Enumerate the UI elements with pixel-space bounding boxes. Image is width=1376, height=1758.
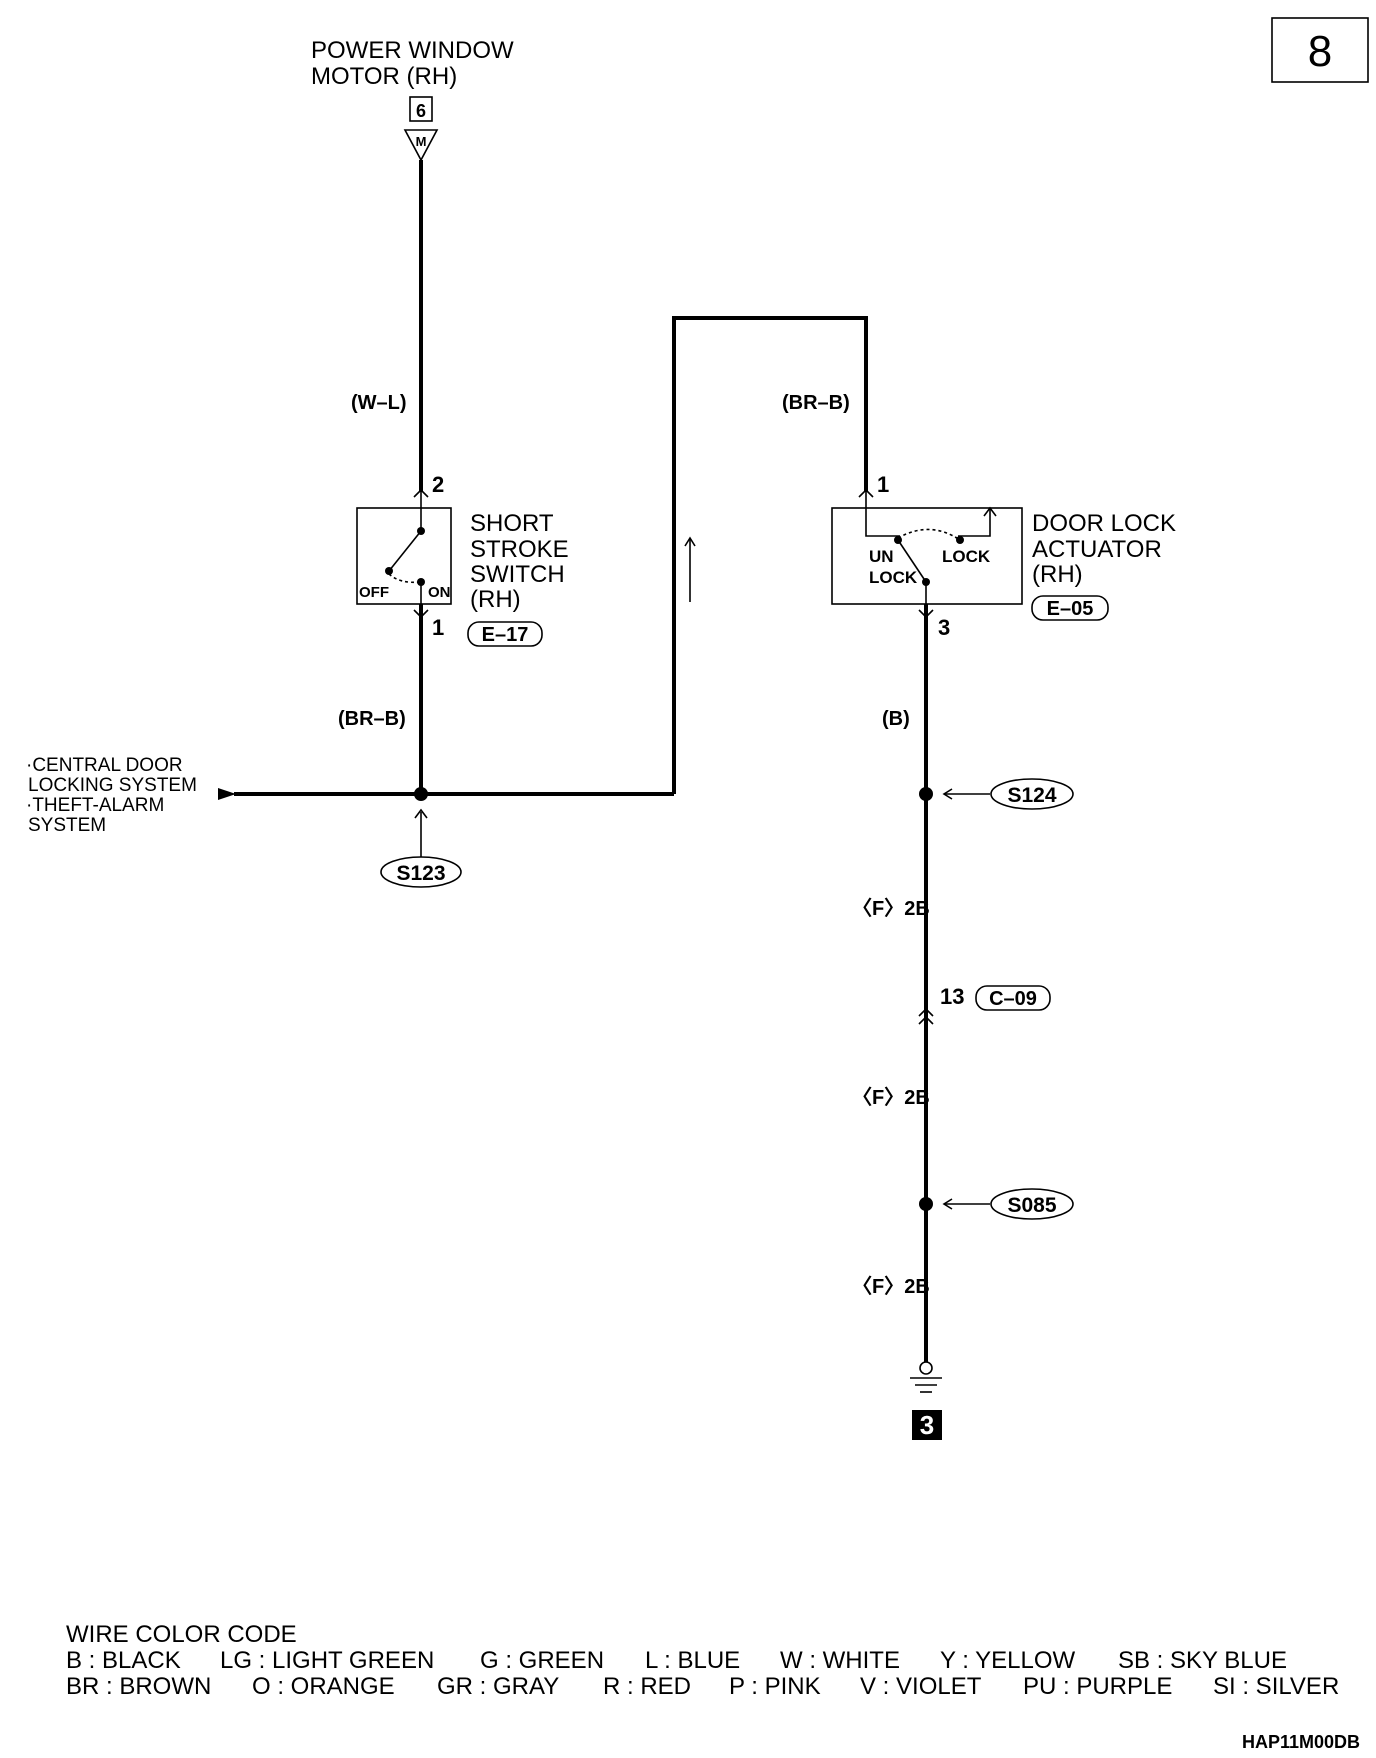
door-lock-actuator: UN LOCK LOCK	[831, 492, 1023, 605]
ground-number: 3	[920, 1410, 934, 1440]
actuator-unlock-line1: UN	[869, 547, 894, 566]
page-number: 8	[1308, 27, 1332, 76]
splice-s085-badge	[990, 1188, 1074, 1220]
feed-label-line1: ·CENTRAL DOOR	[26, 755, 183, 776]
legend-v: V : VIOLET	[860, 1673, 982, 1700]
switch-pin-top: 2	[432, 472, 444, 497]
legend-o: O : ORANGE	[252, 1673, 395, 1700]
wire-color-legend: WIRE COLOR CODE B : BLACK LG : LIGHT GRE…	[66, 1621, 1339, 1700]
switch-off-label: OFF	[359, 584, 389, 601]
actuator-connector: E–05	[1047, 598, 1094, 620]
junction-dot-s124	[919, 787, 933, 801]
ground-icon	[910, 1361, 942, 1393]
actuator-title-line3: (RH)	[1032, 561, 1083, 588]
switch-title-line3: SWITCH	[470, 561, 565, 588]
switch-pin-bottom: 1	[432, 615, 444, 640]
legend-gr: GR : GRAY	[437, 1673, 559, 1700]
short-stroke-switch: OFF ON	[356, 492, 452, 605]
switch-title-line4: (RH)	[470, 586, 521, 613]
actuator-lock-label: LOCK	[942, 547, 991, 566]
ground-number-badge	[912, 1410, 942, 1440]
wire-label-f2b-3: 〈F〉2B	[852, 1275, 930, 1298]
wire-label-br-b-right: (BR–B)	[782, 392, 850, 414]
legend-sb: SB : SKY BLUE	[1118, 1647, 1287, 1674]
junction-dot-s085	[919, 1197, 933, 1211]
motor-connector-number: 6	[416, 101, 426, 121]
legend-si: SI : SILVER	[1213, 1673, 1339, 1700]
actuator-connector-badge	[1031, 595, 1109, 621]
legend-y: Y : YELLOW	[940, 1647, 1076, 1674]
junction-pin: 13	[940, 984, 964, 1009]
feed-label-line3: ·THEFT-ALARM	[26, 795, 164, 816]
splice-s085: S085	[1007, 1194, 1056, 1217]
document-code: HAP11M00DB	[1242, 1732, 1360, 1752]
splice-s124: S124	[1007, 784, 1056, 807]
legend-pu: PU : PURPLE	[1023, 1673, 1172, 1700]
actuator-title-line1: DOOR LOCK	[1032, 510, 1176, 537]
motor-symbol: M	[416, 134, 427, 149]
switch-connector-badge	[467, 621, 543, 647]
actuator-title-line2: ACTUATOR	[1032, 536, 1162, 563]
splice-s124-badge	[990, 778, 1074, 810]
legend-lg: LG : LIGHT GREEN	[220, 1647, 434, 1674]
legend-l: L : BLUE	[645, 1647, 740, 1674]
switch-title-line2: STROKE	[470, 536, 569, 563]
actuator-unlock-line2: LOCK	[869, 568, 918, 587]
motor-connector-icon	[403, 129, 439, 162]
legend-r: R : RED	[603, 1673, 691, 1700]
wire-label-w-l: (W–L)	[351, 392, 407, 414]
legend-title: WIRE COLOR CODE	[66, 1621, 297, 1648]
switch-title-line1: SHORT	[470, 510, 554, 537]
legend-p: P : PINK	[729, 1673, 821, 1700]
legend-g: G : GREEN	[480, 1647, 604, 1674]
wire-label-b: (B)	[882, 708, 910, 730]
wire-label-br-b-left: (BR–B)	[338, 708, 406, 730]
legend-b: B : BLACK	[66, 1647, 181, 1674]
legend-w: W : WHITE	[780, 1647, 900, 1674]
feed-label-line2: LOCKING SYSTEM	[28, 775, 197, 796]
junction-dot-s123	[414, 787, 428, 801]
switch-on-label: ON	[428, 584, 451, 601]
switch-connector: E–17	[482, 624, 529, 646]
feed-label-line4: SYSTEM	[28, 815, 106, 836]
junction-connector: C–09	[989, 988, 1037, 1010]
wire-label-f2b-2: 〈F〉2B	[852, 1086, 930, 1109]
motor-title-line2: MOTOR (RH)	[311, 63, 457, 90]
splice-s123: S123	[396, 862, 445, 885]
page-number-box: 8	[1271, 17, 1369, 83]
feed-arrow-icon	[218, 788, 236, 800]
power-window-motor: POWER WINDOW MOTOR (RH) 6 M	[311, 37, 514, 162]
wire-label-f2b-1: 〈F〉2B	[852, 897, 930, 920]
junction-connector-badge	[975, 985, 1051, 1011]
motor-title-line1: POWER WINDOW	[311, 37, 514, 64]
actuator-pin-top: 1	[877, 472, 889, 497]
splice-s123-badge	[380, 856, 462, 888]
legend-br: BR : BROWN	[66, 1673, 211, 1700]
actuator-pin-bottom: 3	[938, 615, 950, 640]
